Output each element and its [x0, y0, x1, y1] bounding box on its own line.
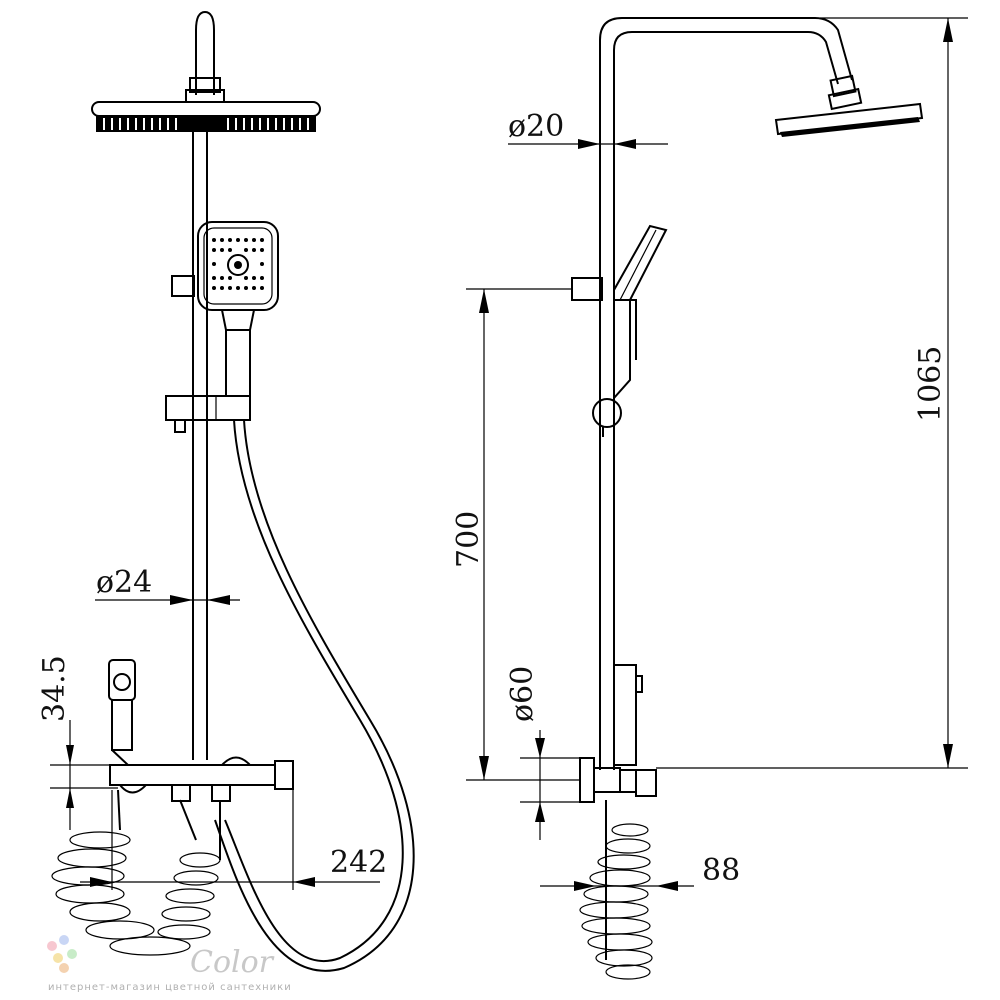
front-mixer-handle: [274, 760, 294, 790]
dim-total-height: 1065: [656, 17, 968, 769]
side-coiled-hose: [579, 800, 653, 980]
watermark-brand: Color: [190, 945, 275, 980]
front-slider-knob: [174, 419, 186, 433]
watermark: Color интернет-магазин цветной сантехник…: [47, 935, 292, 993]
front-mixer-body: [109, 764, 276, 786]
dim-spout-diameter-label: ø60: [505, 666, 540, 722]
side-outlet: [635, 769, 657, 797]
front-bidet-holder: [111, 749, 129, 766]
dim-spout-diameter: ø60: [505, 666, 586, 840]
front-handshower-center-ring: [227, 254, 249, 276]
side-head-connector: [829, 74, 857, 98]
front-slider: [165, 395, 251, 421]
watermark-tagline: интернет-магазин цветной сантехники: [48, 982, 292, 993]
dim-pipe-diameter: ø20: [508, 109, 668, 149]
side-handshower-holder: [571, 277, 603, 301]
front-bidet-sprayer-nozzle: [113, 673, 131, 691]
dim-outlet-offset: 34.5: [37, 655, 118, 830]
dim-pipe-diameter-label: ø20: [508, 109, 564, 144]
dim-spout-projection-label: 88: [702, 853, 740, 888]
dim-column-diameter-label: ø24: [96, 565, 152, 600]
dim-holder-height: 700: [451, 288, 580, 781]
front-handshower-holder: [171, 275, 195, 297]
front-handshower-face: [203, 227, 273, 305]
front-hose-inner: [214, 419, 415, 972]
front-head-connector: [189, 77, 221, 93]
side-mixer-base: [593, 767, 621, 793]
dim-outlet-offset-label: 34.5: [37, 655, 72, 722]
side-mixer-body: [613, 664, 637, 766]
front-handshower-neck: [221, 309, 255, 331]
front-handshower-head: [197, 221, 279, 311]
side-view: ø20 1065 700 ø60: [451, 17, 968, 980]
dim-total-height-label: 1065: [913, 346, 948, 422]
front-mixer-cap: [221, 756, 251, 766]
side-mixer-lever: [635, 675, 643, 693]
side-slider-ball: [592, 398, 622, 428]
front-hose-outer: [224, 419, 404, 962]
side-handshower: [613, 224, 668, 401]
side-wall-flange: [579, 757, 595, 803]
side-arm-inner: [613, 31, 839, 770]
side-rain-head: [774, 102, 924, 136]
side-arm-outer: [599, 17, 853, 770]
dim-column-diameter: ø24: [95, 565, 240, 605]
front-bidet-sprayer-head: [108, 659, 136, 701]
dim-mixer-width: 242: [80, 790, 387, 890]
dim-mixer-width-label: 242: [330, 845, 387, 880]
front-rain-head-nozzle-lines: [103, 118, 309, 130]
side-handshower-grip: [614, 299, 637, 360]
front-handshower-center-dot: [234, 261, 242, 269]
front-coiled-hose: [51, 789, 221, 956]
front-handshower-nozzles: [212, 238, 264, 290]
front-view: ø24 34.5 242: [37, 10, 415, 972]
front-top-pipe: [195, 10, 215, 95]
front-connector-right: [211, 784, 231, 802]
side-head-nut: [827, 87, 863, 111]
front-bidet-sprayer-handle: [111, 699, 133, 751]
front-mixer-bottom-left: [119, 784, 147, 794]
dim-spout-projection: 88: [540, 853, 740, 891]
front-rain-head: [91, 101, 321, 117]
front-connector-left: [171, 784, 191, 802]
dim-holder-height-label: 700: [451, 511, 486, 568]
watermark-logo-dots: [47, 935, 77, 973]
front-handshower-handle: [225, 329, 251, 397]
